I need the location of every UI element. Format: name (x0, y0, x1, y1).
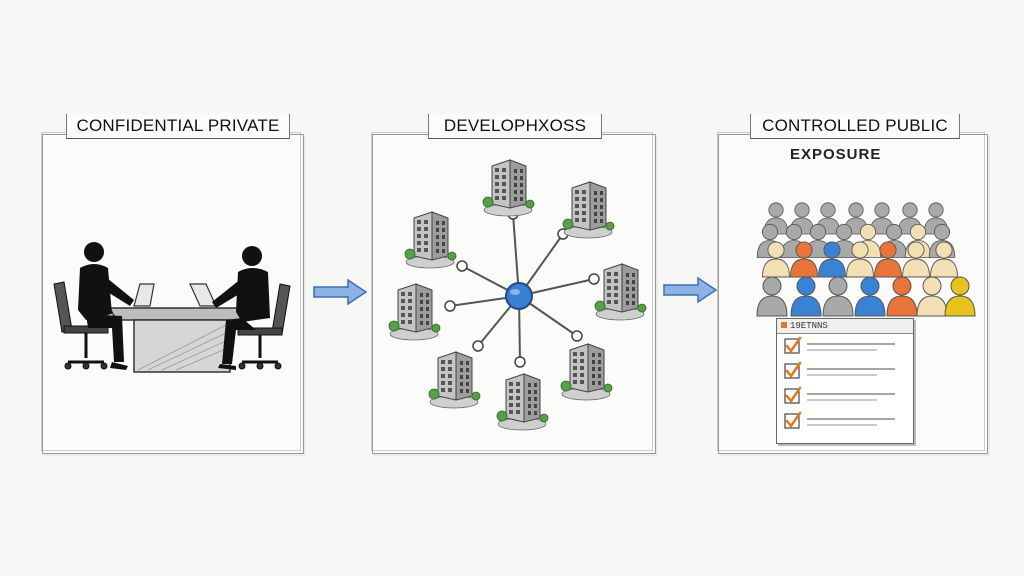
arrow-right-icon (313, 278, 368, 306)
arrow-right-icon (663, 276, 718, 304)
person-icon (822, 276, 854, 317)
person-icon (886, 276, 918, 317)
checkmark-icon (785, 386, 802, 404)
checklist-item (784, 336, 895, 354)
person-icon (874, 241, 902, 278)
person-icon (916, 276, 948, 317)
hub-globe-icon (505, 282, 533, 310)
person-silhouette-left (78, 242, 134, 370)
network-node (456, 260, 468, 272)
network-node (444, 300, 456, 312)
checklist-header-text: 19ETNNS (790, 321, 828, 331)
person-icon (846, 241, 874, 278)
checkmark-icon (785, 361, 802, 379)
meeting-illustration (53, 242, 291, 373)
network-node (571, 330, 583, 342)
building-icon (562, 181, 615, 239)
building-icon (560, 343, 613, 401)
building-icon (428, 351, 481, 409)
person-silhouette-right (212, 246, 270, 370)
checklist-header-icon (781, 322, 787, 328)
checklist-header: 19ETNNS (777, 319, 913, 334)
person-icon (756, 276, 788, 317)
checklist-card: 19ETNNS (776, 318, 914, 444)
person-icon (944, 276, 976, 317)
checklist-item (784, 411, 895, 429)
building-icon (404, 211, 457, 269)
person-icon (763, 202, 789, 235)
person-icon (790, 276, 822, 317)
checkmark-icon (785, 411, 802, 429)
building-icon (388, 283, 441, 341)
laptop-icon (189, 283, 217, 307)
network-node (588, 273, 600, 285)
chair-icon (237, 283, 291, 370)
network-illustration (388, 159, 647, 431)
person-icon (854, 276, 886, 317)
building-icon (594, 263, 647, 321)
checklist-items (784, 336, 895, 429)
checklist-item (784, 361, 895, 379)
panel-title-development: DEVELOPHXOSS (428, 114, 602, 139)
person-icon (902, 241, 930, 278)
person-icon (762, 241, 790, 278)
checkmark-icon (785, 336, 802, 354)
person-icon (818, 241, 846, 278)
network-node (472, 340, 484, 352)
panel-subtitle-exposure: EXPOSURE (790, 146, 882, 163)
chair-icon (53, 281, 109, 370)
laptop-icon (133, 283, 155, 307)
checklist-item (784, 386, 895, 404)
building-icon (496, 373, 549, 431)
network-node (514, 356, 526, 368)
person-icon (930, 241, 958, 278)
building-icon (482, 159, 535, 217)
crowd-illustration (756, 202, 976, 317)
panel-title-confidential-private: CONFIDENTIAL PRIVATE (66, 114, 290, 139)
panel-title-controlled-public: CONTROLLED PUBLIC (750, 114, 960, 139)
person-icon (869, 202, 895, 235)
person-icon (790, 241, 818, 278)
